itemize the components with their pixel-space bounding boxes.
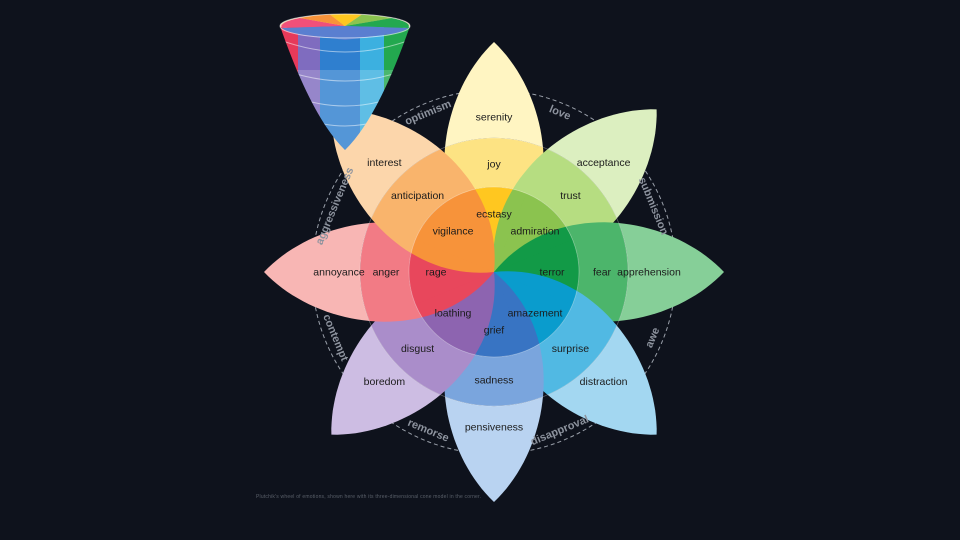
emotion-label-vigilance: vigilance bbox=[433, 226, 474, 238]
emotion-label-loathing: loathing bbox=[435, 308, 472, 320]
emotion-label-interest: interest bbox=[367, 157, 402, 169]
core-wedge-purple bbox=[415, 272, 494, 351]
emotion-label-ecstasy: ecstasy bbox=[476, 209, 512, 221]
dyad-label-contempt: contempt bbox=[320, 313, 350, 364]
emotion-label-distraction: distraction bbox=[580, 376, 628, 388]
intensity-ring-middle bbox=[359, 137, 629, 407]
core-wedge-green bbox=[494, 193, 573, 272]
emotion-label-terror: terror bbox=[539, 267, 565, 279]
dyad-label-optimism: optimism bbox=[403, 98, 453, 128]
emotion-label-apprehension: apprehension bbox=[617, 267, 681, 279]
emotion-label-anger: anger bbox=[373, 267, 400, 279]
emotion-label-anticipation: anticipation bbox=[391, 190, 444, 202]
emotion-labels: ecstasy joy serenity admiration trust accepta… bbox=[313, 112, 681, 434]
emotion-label-sadness: sadness bbox=[474, 375, 513, 387]
emotion-label-acceptance: acceptance bbox=[577, 157, 631, 169]
emotion-label-grief: grief bbox=[484, 325, 505, 337]
emotion-label-boredom: boredom bbox=[364, 376, 406, 388]
emotion-label-fear: fear bbox=[593, 267, 612, 279]
dyad-label-remorse: remorse bbox=[406, 417, 451, 445]
figure-caption: Plutchik's wheel of emotions, shown here… bbox=[256, 494, 482, 500]
dyad-label-awe: awe bbox=[643, 326, 662, 350]
emotion-label-surprise: surprise bbox=[552, 343, 590, 355]
petal-group bbox=[264, 42, 724, 502]
intensity-ring-inner bbox=[408, 186, 580, 358]
emotion-label-joy: joy bbox=[486, 159, 501, 171]
emotion-label-disgust: disgust bbox=[401, 343, 434, 355]
emotion-label-trust: trust bbox=[560, 190, 581, 202]
emotion-label-pensiveness: pensiveness bbox=[465, 422, 523, 434]
emotion-label-amazement: amazement bbox=[508, 308, 563, 320]
core-wedge-teal bbox=[494, 272, 573, 351]
emotion-label-admiration: admiration bbox=[510, 226, 559, 238]
emotion-label-serenity: serenity bbox=[476, 112, 514, 124]
core-wedge-orange bbox=[415, 193, 494, 272]
emotion-label-annoyance: annoyance bbox=[313, 267, 365, 279]
emotion-label-rage: rage bbox=[425, 267, 446, 279]
